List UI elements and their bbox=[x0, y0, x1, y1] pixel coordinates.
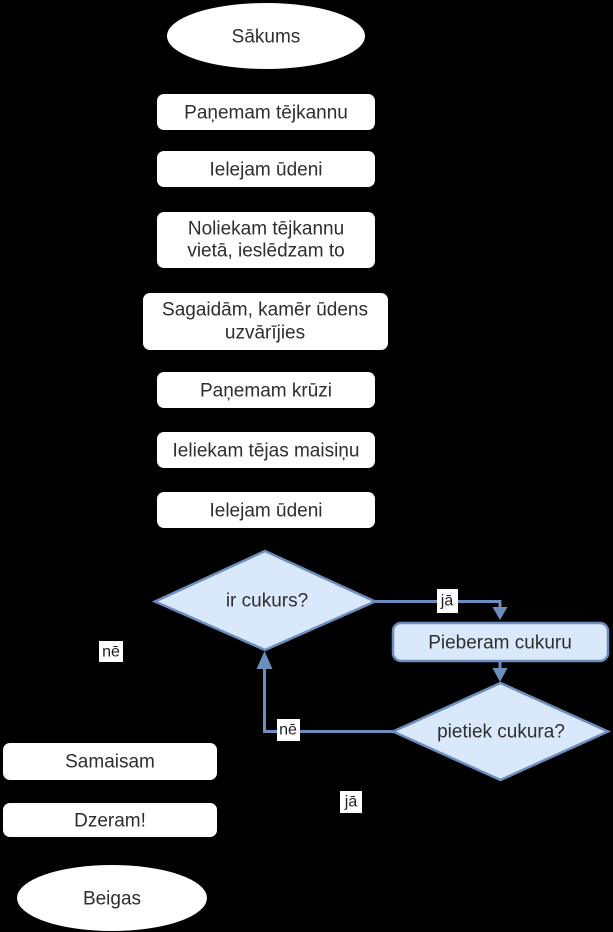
node-stir bbox=[3, 743, 217, 780]
node-stir-label: Samaisam bbox=[65, 752, 155, 773]
node-sugar-question-label: ir cukurs? bbox=[226, 591, 308, 612]
node-drink-label: Dzeram! bbox=[74, 811, 146, 832]
node-wait-boil-line1: Sagaidām, kamēr ūdens bbox=[162, 300, 368, 321]
edge-label-no-left-chip bbox=[99, 641, 123, 662]
node-start-label: Sākums bbox=[232, 27, 301, 48]
node-pour-water-2 bbox=[157, 492, 375, 528]
node-take-kettle-label: Paņemam tējkannu bbox=[184, 103, 348, 124]
node-end bbox=[17, 865, 207, 931]
edge-label-yes-top-chip bbox=[437, 589, 458, 613]
node-wait-boil-line2: uzvārījies bbox=[225, 323, 305, 344]
edge-label-no-left: nē bbox=[102, 644, 120, 661]
node-enough-sugar-question bbox=[389, 681, 612, 782]
node-drink bbox=[3, 803, 217, 837]
node-take-mug bbox=[157, 372, 375, 408]
node-start bbox=[167, 3, 365, 69]
edge-label-no-mid: nē bbox=[279, 722, 297, 739]
edge-label-no-mid-chip bbox=[277, 719, 300, 741]
connector-sugar-yes bbox=[375, 600, 502, 608]
node-add-teabag-label: Ieliekam tējas maisiņu bbox=[173, 441, 360, 462]
edge-label-yes-bottom-chip bbox=[340, 791, 362, 813]
arrowhead-into-add-sugar bbox=[492, 607, 508, 620]
node-sugar-question bbox=[151, 549, 379, 652]
node-place-kettle-line1: Noliekam tējkannu bbox=[188, 219, 344, 240]
node-end-label: Beigas bbox=[83, 889, 141, 910]
node-add-sugar-label: Pieberam cukuru bbox=[428, 633, 572, 654]
connector-enough-sugar-no bbox=[263, 668, 393, 733]
node-place-kettle bbox=[157, 212, 375, 268]
edge-label-yes-top: jā bbox=[440, 593, 454, 610]
arrowhead-into-enough-sugar bbox=[492, 668, 508, 682]
node-pour-water-1-label: Ielejam ūdeni bbox=[209, 160, 322, 181]
arrowhead-into-sugar-question bbox=[256, 651, 273, 669]
node-pour-water-2-label: Ielejam ūdeni bbox=[209, 501, 322, 522]
edge-label-yes-bottom: jā bbox=[344, 794, 358, 811]
node-add-teabag bbox=[157, 432, 375, 468]
node-take-kettle bbox=[157, 94, 375, 130]
node-add-sugar bbox=[391, 621, 610, 663]
node-take-mug-label: Paņemam krūzi bbox=[200, 381, 332, 402]
node-wait-boil bbox=[143, 293, 388, 350]
node-pour-water-1 bbox=[157, 151, 375, 187]
node-place-kettle-line2: vietā, ieslēdzam to bbox=[187, 241, 344, 262]
node-enough-sugar-question-label: pietiek cukura? bbox=[437, 722, 565, 743]
